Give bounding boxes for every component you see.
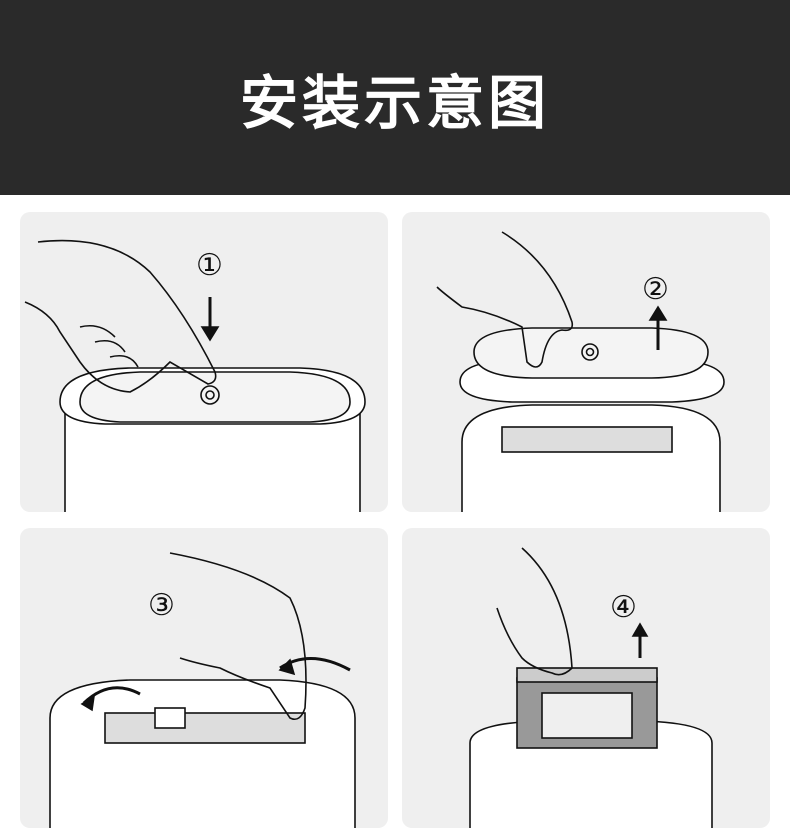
step-4-panel: ④ — [402, 528, 770, 828]
step-3-label: ③ — [148, 588, 175, 623]
page-title: 安装示意图 — [239, 68, 550, 137]
step-4-illustration — [469, 547, 713, 828]
step-2-illustration — [436, 231, 725, 512]
step-1-label: ① — [196, 248, 223, 283]
step-3-panel: ③ — [20, 528, 388, 828]
step-4-label: ④ — [610, 590, 637, 625]
step-1-panel: ① — [20, 212, 388, 512]
header-banner: 安装示意图 — [0, 0, 790, 195]
step-2-label: ② — [642, 272, 669, 307]
step-3-illustration — [49, 552, 356, 828]
step-1-illustration — [24, 239, 366, 512]
step-2-panel: ② — [402, 212, 770, 512]
